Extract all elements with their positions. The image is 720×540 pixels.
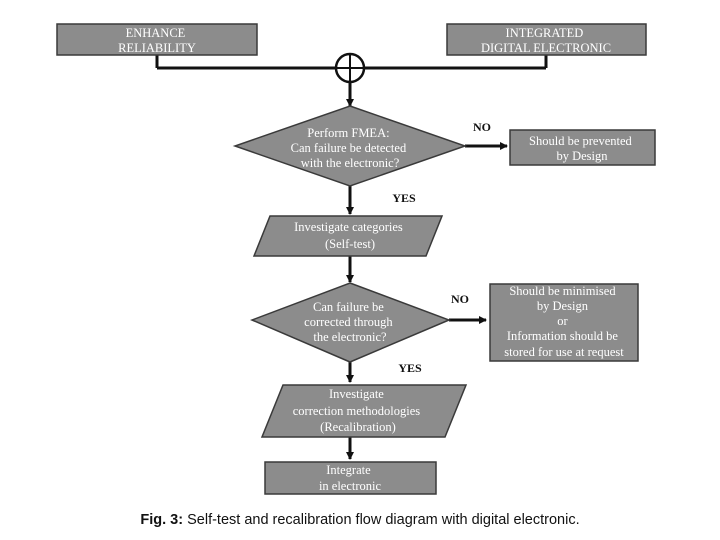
minimised-line-4: Information should be bbox=[507, 329, 619, 343]
yes-label-fmea: YES bbox=[392, 191, 416, 205]
fmea-line-2: Can failure be detected bbox=[291, 141, 407, 155]
no-label-corrected: NO bbox=[451, 292, 469, 306]
caption-prefix: Fig. 3: bbox=[140, 512, 184, 528]
correction-line-3: (Recalibration) bbox=[320, 420, 396, 434]
correction-line-2: correction methodologies bbox=[293, 404, 421, 418]
integrate-box: Integrate in electronic bbox=[264, 461, 437, 495]
integrated-text: INTEGRATED DIGITAL ELECTRONIC bbox=[481, 26, 611, 55]
yes-label-corrected: YES bbox=[398, 361, 422, 375]
caption-text: Self-test and recalibration flow diagram… bbox=[183, 512, 580, 528]
corrected-line-3: the electronic? bbox=[313, 330, 387, 344]
investigate-categories-box: Investigate categories (Self-test) bbox=[252, 215, 444, 257]
figure-caption: Fig. 3: Self-test and recalibration flow… bbox=[0, 512, 720, 528]
fmea-decision: Perform FMEA: Can failure be detected wi… bbox=[232, 105, 468, 187]
integrated-line-2: DIGITAL ELECTRONIC bbox=[481, 41, 611, 55]
no-label-fmea: NO bbox=[473, 120, 491, 134]
fmea-line-1: Perform FMEA: bbox=[307, 126, 389, 140]
corrected-text: Can failure be corrected through the ele… bbox=[304, 300, 396, 344]
integrate-line-2: in electronic bbox=[319, 479, 382, 493]
minimised-line-3: or bbox=[557, 314, 568, 328]
enhance-line-1: ENHANCE bbox=[126, 26, 186, 40]
enhance-reliability-text: ENHANCE RELIABILITY bbox=[118, 26, 196, 55]
minimised-line-1: Should be minimised bbox=[509, 284, 616, 298]
integrated-line-1: INTEGRATED bbox=[506, 26, 584, 40]
summing-junction bbox=[334, 52, 366, 84]
fmea-line-3: with the electronic? bbox=[301, 156, 400, 170]
categories-line-1: Investigate categories bbox=[294, 220, 403, 234]
correction-line-1: Investigate bbox=[329, 387, 384, 401]
prevented-by-design-box: Should be prevented by Design bbox=[509, 129, 656, 166]
correction-methodologies-box: Investigate correction methodologies (Re… bbox=[260, 384, 468, 438]
enhance-line-2: RELIABILITY bbox=[118, 41, 196, 55]
corrected-line-1: Can failure be bbox=[313, 300, 384, 314]
minimised-line-2: by Design bbox=[537, 299, 589, 313]
prevented-text: Should be prevented by Design bbox=[529, 134, 635, 163]
enhance-reliability-box: ENHANCE RELIABILITY bbox=[56, 23, 258, 56]
minimised-text: Should be minimised by Design or Informa… bbox=[504, 284, 624, 359]
integrate-line-1: Integrate bbox=[326, 463, 371, 477]
corrected-line-2: corrected through bbox=[304, 315, 393, 329]
integrate-text: Integrate in electronic bbox=[319, 463, 382, 493]
fmea-text: Perform FMEA: Can failure be detected wi… bbox=[291, 126, 410, 170]
prevented-line-1: Should be prevented bbox=[529, 134, 633, 148]
minimised-line-5: stored for use at request bbox=[504, 345, 624, 359]
correction-text: Investigate correction methodologies (Re… bbox=[293, 387, 424, 434]
categories-line-2: (Self-test) bbox=[325, 237, 375, 251]
corrected-decision: Can failure be corrected through the ele… bbox=[249, 282, 452, 363]
prevented-line-2: by Design bbox=[556, 149, 608, 163]
integrated-digital-electronic-box: INTEGRATED DIGITAL ELECTRONIC bbox=[446, 23, 647, 56]
minimised-box: Should be minimised by Design or Informa… bbox=[489, 283, 639, 362]
investigate-categories-text: Investigate categories (Self-test) bbox=[294, 220, 406, 251]
